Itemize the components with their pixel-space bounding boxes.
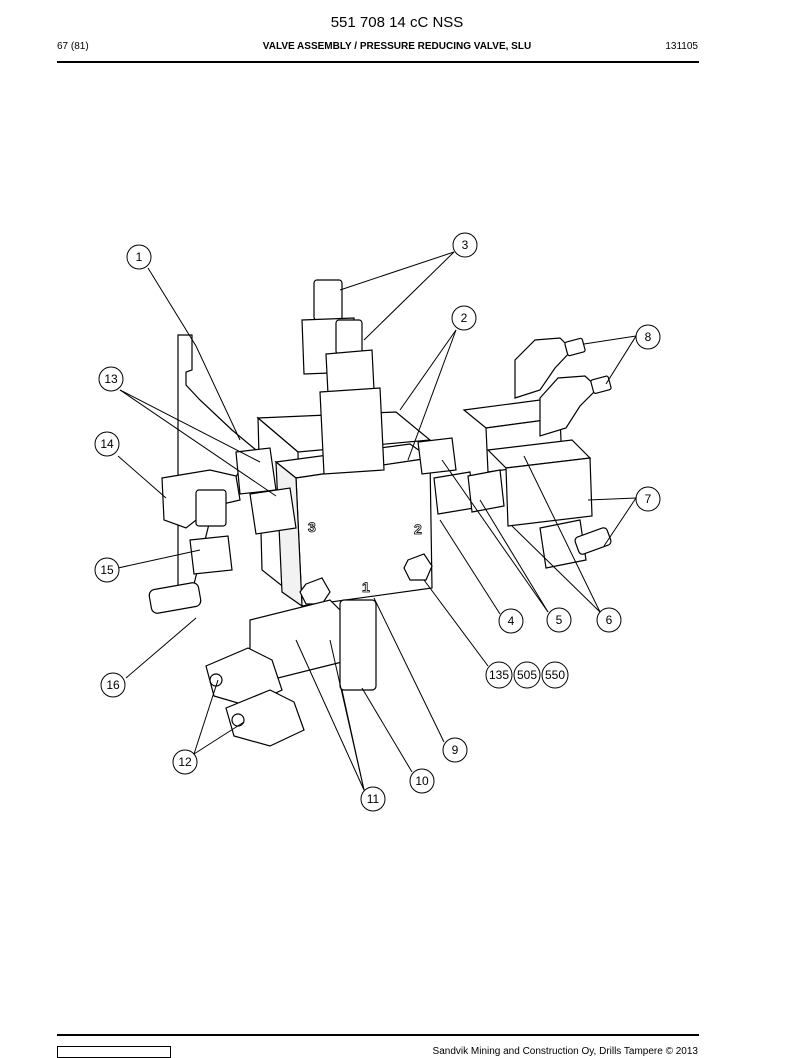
svg-text:11: 11 <box>367 792 380 806</box>
elbow-thread-lower <box>590 375 612 394</box>
leader-lines <box>117 251 637 791</box>
footer-rule <box>57 1034 699 1036</box>
callout-7: 7 <box>635 486 661 512</box>
svg-text:12: 12 <box>178 755 192 769</box>
port-mark-3: 3 <box>308 519 316 535</box>
port-mark-2: 2 <box>414 521 422 537</box>
right-front-block-front <box>505 457 593 527</box>
cartridge-nut-front <box>325 349 375 395</box>
svg-text:1: 1 <box>136 250 143 264</box>
end-plug-upper <box>205 647 283 707</box>
callout-11: 11 <box>360 786 386 812</box>
callout-13: 13 <box>98 366 124 392</box>
nipple-upper <box>417 437 457 475</box>
port-mark-1: 1 <box>362 579 370 595</box>
svg-text:2: 2 <box>461 311 468 325</box>
lower-right-thread <box>574 527 612 555</box>
svg-text:8: 8 <box>645 330 652 344</box>
svg-text:5: 5 <box>556 613 563 627</box>
copyright-text: Sandvik Mining and Construction Oy, Dril… <box>432 1046 698 1057</box>
callout-135: 135 <box>485 661 513 689</box>
callout-9: 9 <box>442 737 468 763</box>
left-nut-lower <box>249 487 297 535</box>
cartridge-cap-rear <box>313 279 343 321</box>
svg-text:3: 3 <box>462 238 469 252</box>
svg-text:10: 10 <box>415 774 429 788</box>
callout-4: 4 <box>498 608 524 634</box>
callout-6: 6 <box>596 607 622 633</box>
header-rule <box>57 61 699 63</box>
callout-1: 1 <box>126 244 152 270</box>
svg-text:135: 135 <box>489 668 509 682</box>
left-nut-upper <box>235 447 277 495</box>
svg-text:6: 6 <box>606 613 613 627</box>
callout-3: 3 <box>452 232 478 258</box>
document-number: 551 708 14 cC NSS <box>330 14 464 31</box>
plug-pin-lower <box>231 713 245 727</box>
svg-text:15: 15 <box>100 563 114 577</box>
svg-text:550: 550 <box>545 668 565 682</box>
callout-15: 15 <box>94 557 120 583</box>
callout-8: 8 <box>635 324 661 350</box>
svg-text:7: 7 <box>645 492 652 506</box>
plug-screw <box>403 553 433 581</box>
svg-text:505: 505 <box>517 668 537 682</box>
callout-16: 16 <box>100 672 126 698</box>
elbow-fitting-upper <box>514 337 573 399</box>
company-logo <box>57 1046 171 1058</box>
page-number: 67 (81) <box>57 41 89 52</box>
elbow-thread-upper <box>564 337 586 357</box>
end-plug-lower <box>225 689 305 747</box>
callout-550: 550 <box>541 661 569 689</box>
lower-right-fitting <box>539 519 587 569</box>
svg-text:16: 16 <box>106 678 120 692</box>
callout-10: 10 <box>409 768 435 794</box>
bottom-down-fitting <box>339 599 377 691</box>
callout-505: 505 <box>513 661 541 689</box>
left-tee-body <box>189 535 233 575</box>
svg-text:13: 13 <box>104 372 118 386</box>
left-adapter <box>195 489 227 527</box>
valve-assembly-illustration: 3 2 1 <box>148 279 612 747</box>
date-code: 131105 <box>665 41 698 52</box>
plug-pin-upper <box>209 673 223 687</box>
svg-text:14: 14 <box>100 437 114 451</box>
svg-text:9: 9 <box>452 743 459 757</box>
callout-5: 5 <box>546 607 572 633</box>
left-tee-branch <box>148 582 202 614</box>
nipple-lower-nut <box>467 469 505 513</box>
callout-12: 12 <box>172 749 198 775</box>
cartridge-cap-front <box>335 319 363 355</box>
svg-text:4: 4 <box>508 614 515 628</box>
elbow-fitting-lower <box>539 375 599 437</box>
callout-14: 14 <box>94 431 120 457</box>
callout-2: 2 <box>451 305 477 331</box>
page-title: VALVE ASSEMBLY / PRESSURE REDUCING VALVE… <box>262 41 532 52</box>
cartridge-body-front <box>319 387 385 475</box>
